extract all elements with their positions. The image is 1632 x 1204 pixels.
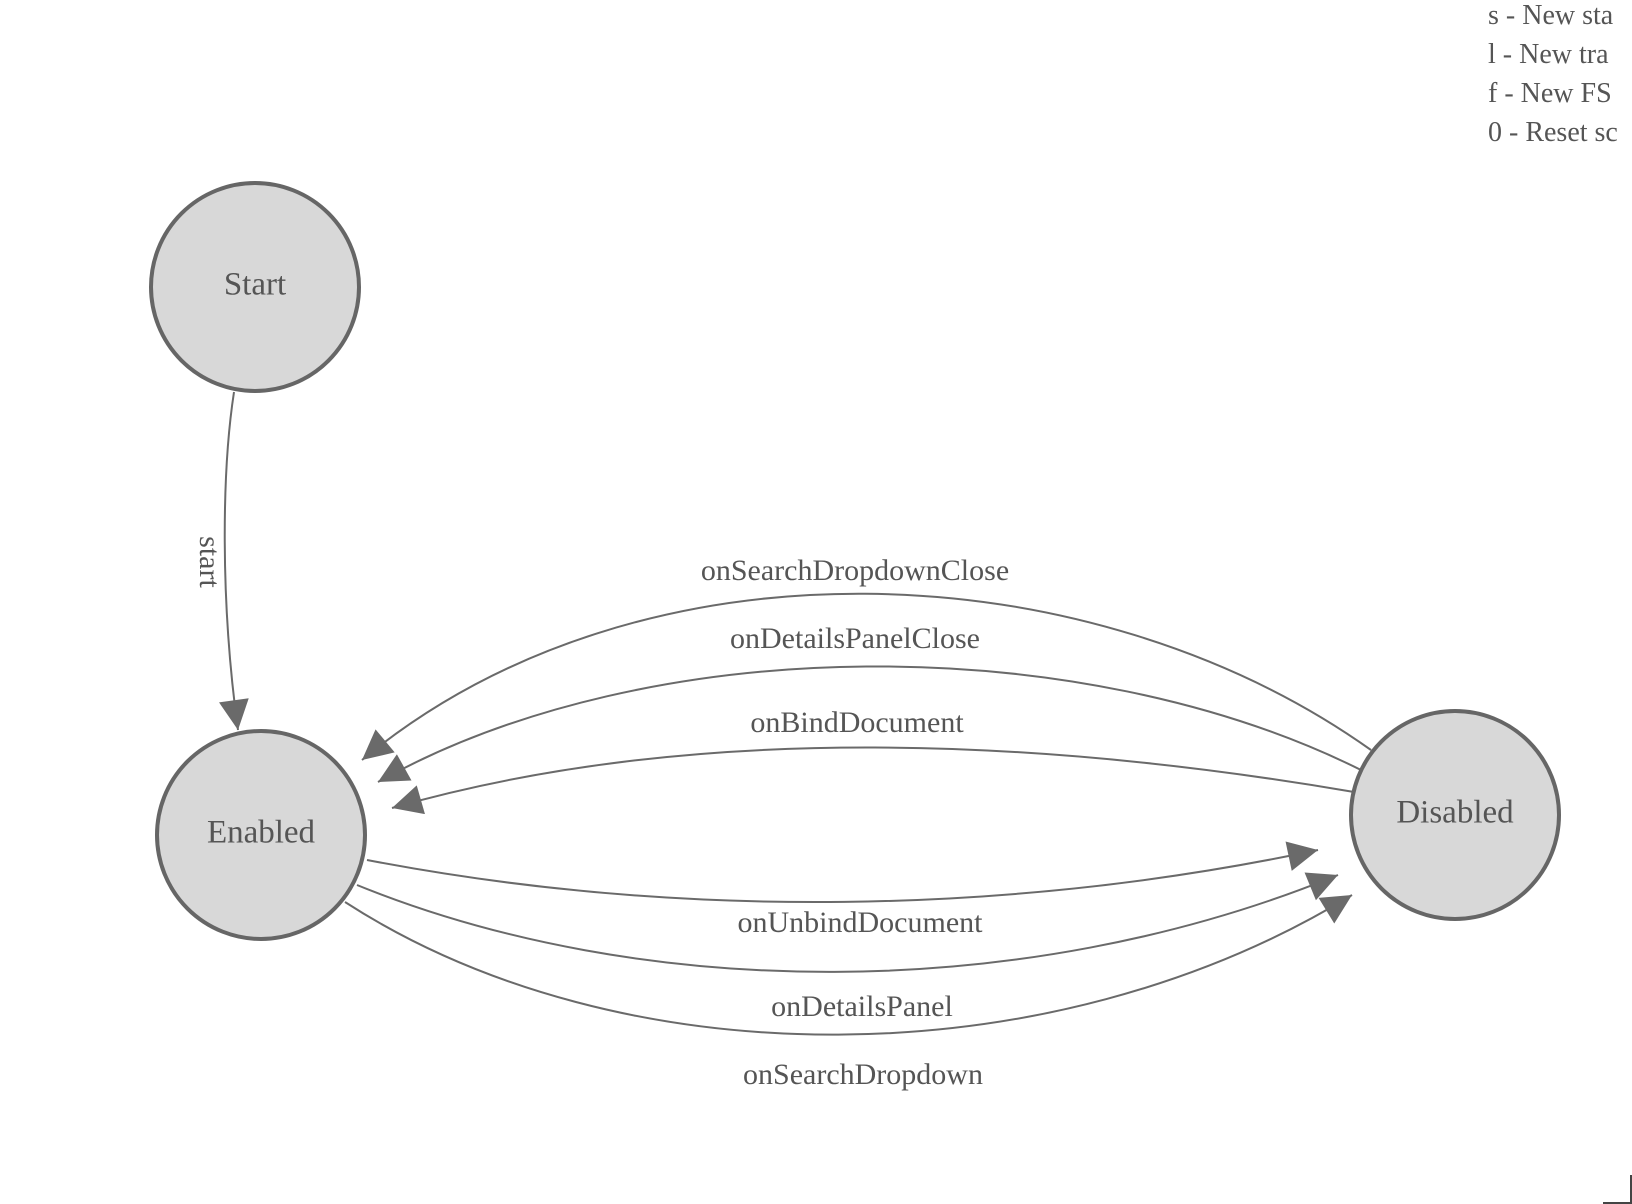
transition-on-details-panel-edge[interactable] <box>356 872 1339 973</box>
transition-on-details-panel-close-edge[interactable] <box>377 665 1362 783</box>
transition-on-search-dropdown-close-label[interactable]: onSearchDropdownClose <box>701 554 1009 587</box>
state-enabled-circle[interactable] <box>155 729 367 941</box>
state-disabled-circle[interactable] <box>1349 709 1561 921</box>
legend-reset: 0 - Reset sc <box>1488 117 1618 148</box>
legend-new-transition: l - New tra <box>1488 39 1609 70</box>
transition-on-unbind-document-edge[interactable] <box>366 841 1319 904</box>
transition-start-label[interactable]: start <box>193 536 226 588</box>
transition-on-details-panel-label[interactable]: onDetailsPanel <box>771 990 953 1023</box>
transition-on-unbind-document[interactable]: onUnbindDocument <box>366 841 1319 939</box>
state-disabled-label: Disabled <box>1396 795 1514 831</box>
legend-new-state: s - New sta <box>1488 0 1614 31</box>
transition-on-bind-document-edge[interactable] <box>391 746 1355 815</box>
legend-new-fsm: f - New FS <box>1488 78 1612 109</box>
transition-start-edge[interactable] <box>219 391 249 731</box>
state-enabled[interactable]: Enabled <box>155 729 367 941</box>
transition-on-search-dropdown[interactable]: onSearchDropdown <box>344 894 1353 1091</box>
transition-on-search-dropdown-close-edge[interactable] <box>361 592 1372 761</box>
state-start-label: Start <box>224 267 286 303</box>
state-start[interactable]: Start <box>149 181 361 393</box>
transition-on-details-panel[interactable]: onDetailsPanel <box>356 872 1339 1023</box>
resize-handle[interactable] <box>1603 1175 1632 1204</box>
transition-on-bind-document[interactable]: onBindDocument <box>391 706 1355 815</box>
transition-on-details-panel-close-label[interactable]: onDetailsPanelClose <box>730 622 980 655</box>
transition-start[interactable]: start <box>193 391 249 731</box>
state-disabled[interactable]: Disabled <box>1349 709 1561 921</box>
state-start-circle[interactable] <box>149 181 361 393</box>
transition-on-search-dropdown-close[interactable]: onSearchDropdownClose <box>361 554 1372 761</box>
transition-on-bind-document-label[interactable]: onBindDocument <box>750 706 964 739</box>
transition-on-search-dropdown-edge[interactable] <box>344 894 1353 1036</box>
transition-on-unbind-document-label[interactable]: onUnbindDocument <box>738 906 984 939</box>
transition-on-details-panel-close[interactable]: onDetailsPanelClose <box>377 622 1362 783</box>
transition-on-search-dropdown-label[interactable]: onSearchDropdown <box>743 1058 983 1091</box>
state-enabled-label: Enabled <box>207 815 316 851</box>
keyboard-shortcuts-legend: s - New sta l - New tra f - New FS 0 - R… <box>1488 0 1632 152</box>
